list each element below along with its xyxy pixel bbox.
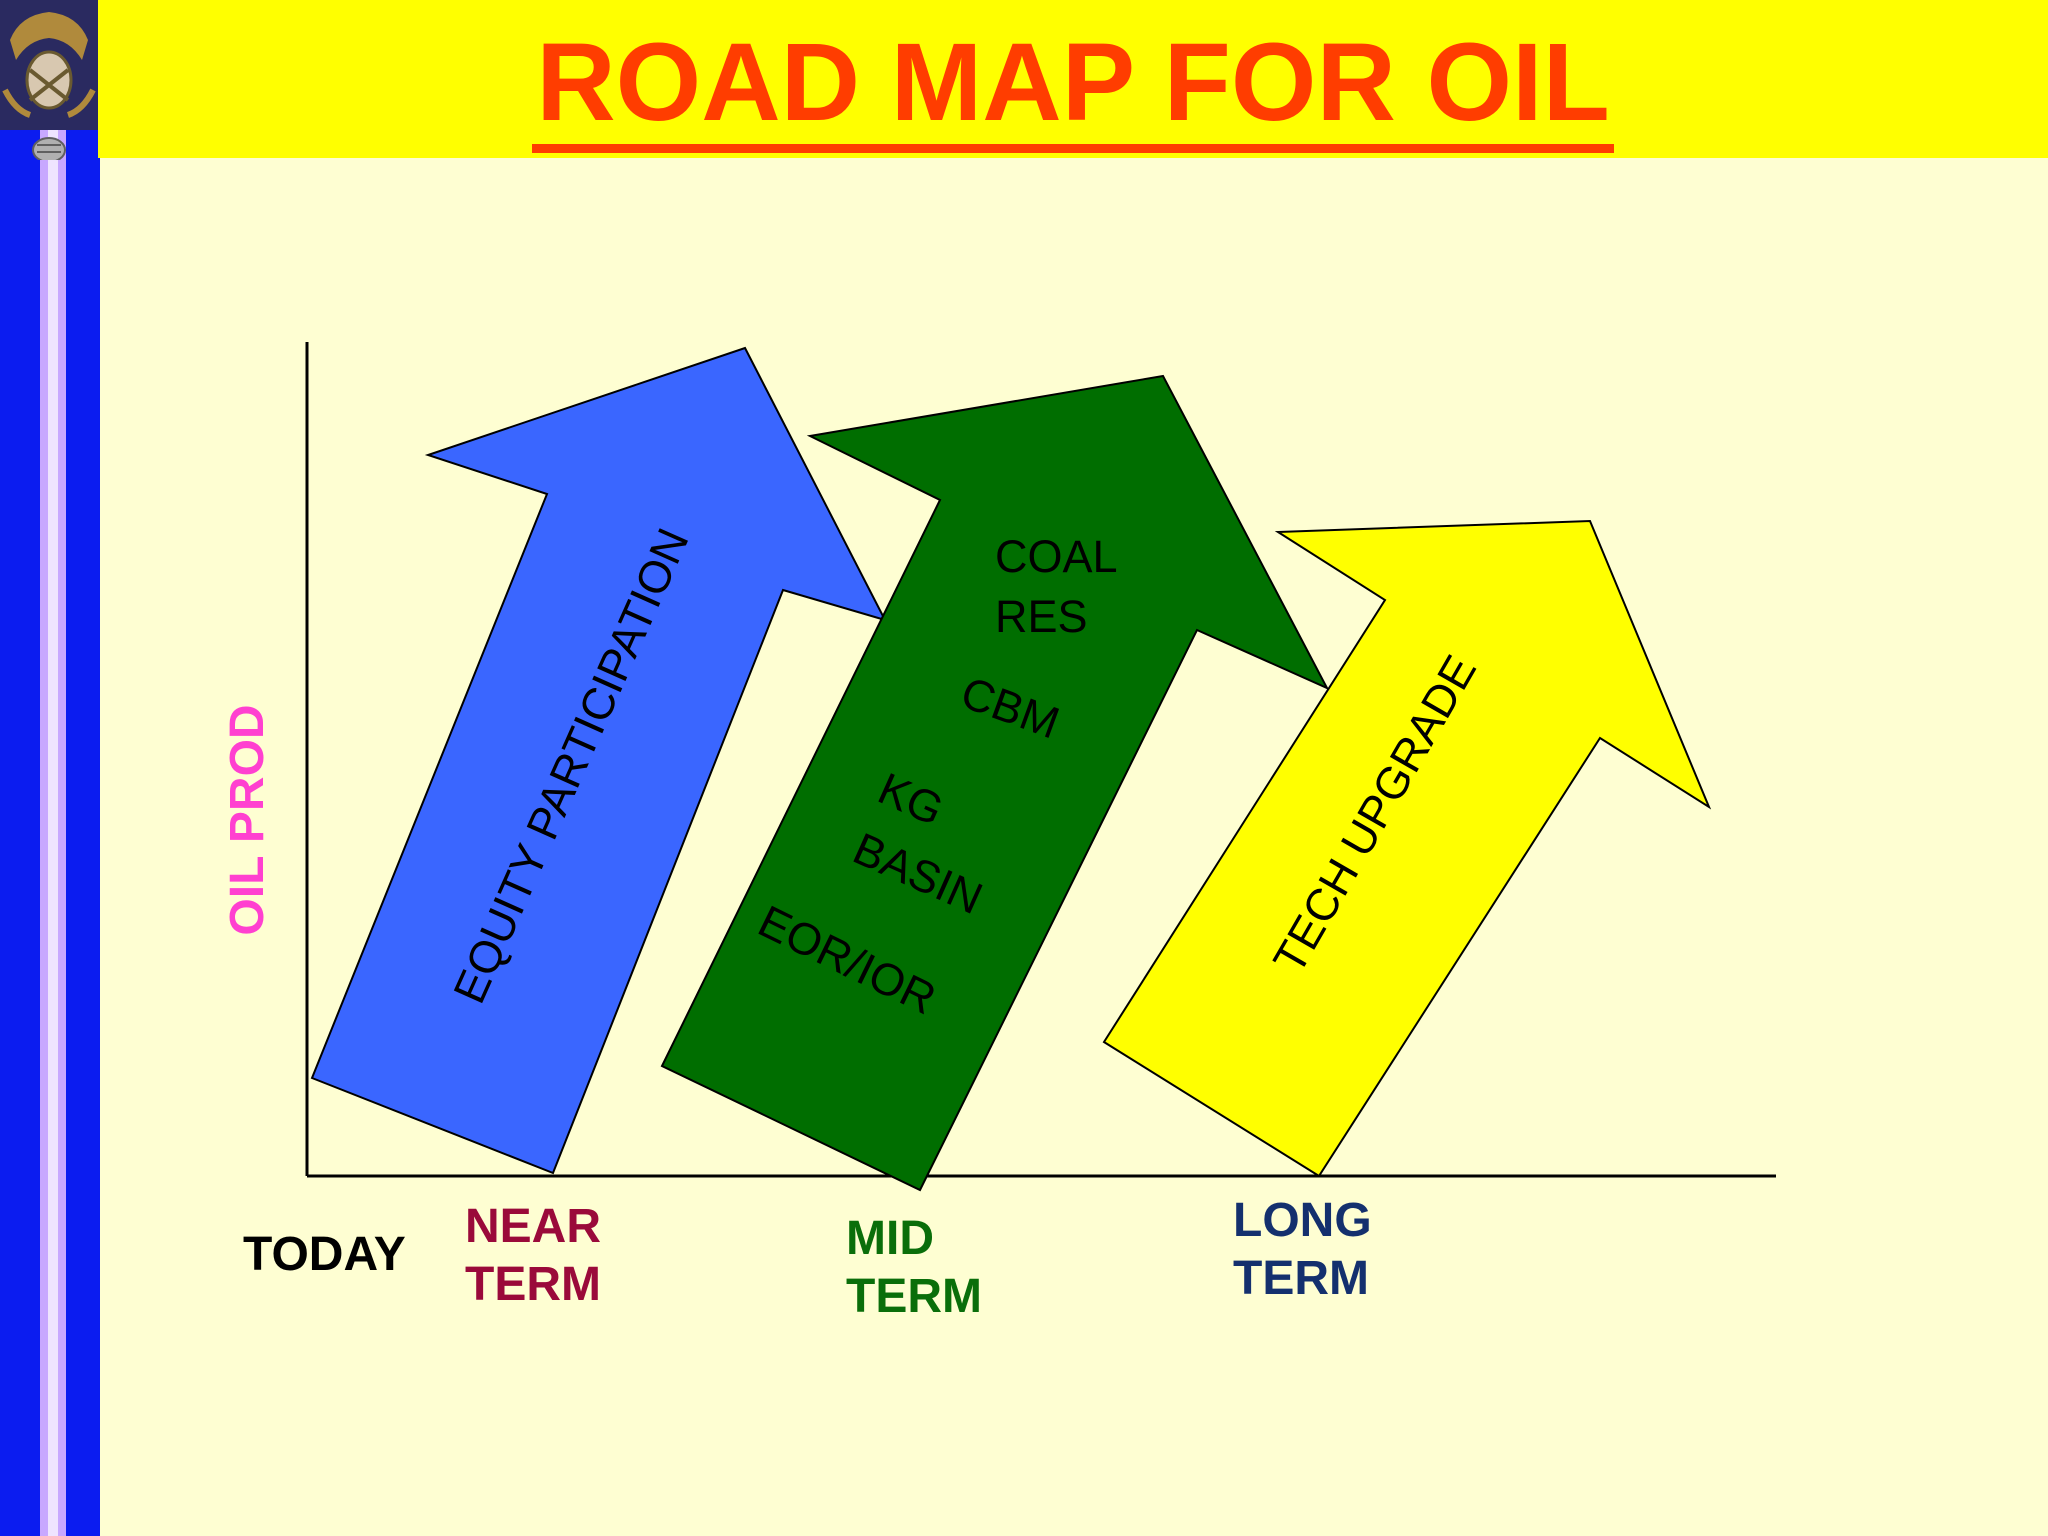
crest-emblem-icon — [0, 0, 98, 160]
mid-term-label: MID TERM — [846, 1212, 982, 1323]
title-band — [98, 0, 2048, 158]
res-label: RES — [995, 591, 1088, 642]
title-text: ROAD MAP FOR OIL — [532, 21, 1614, 153]
green-arrow — [660, 374, 1330, 1192]
today-label: TODAY — [243, 1228, 406, 1281]
long-term-label: LONG TERM — [1233, 1194, 1372, 1305]
yellow-arrow — [1102, 519, 1712, 1178]
side-stripe-center — [48, 0, 58, 1536]
y-axis-label: OIL PROD — [221, 704, 274, 935]
near-term-label: NEAR TERM — [465, 1200, 602, 1311]
coal-label: COAL — [995, 531, 1118, 582]
blue-arrow — [310, 346, 887, 1175]
page-title: ROAD MAP FOR OIL — [98, 21, 2048, 153]
